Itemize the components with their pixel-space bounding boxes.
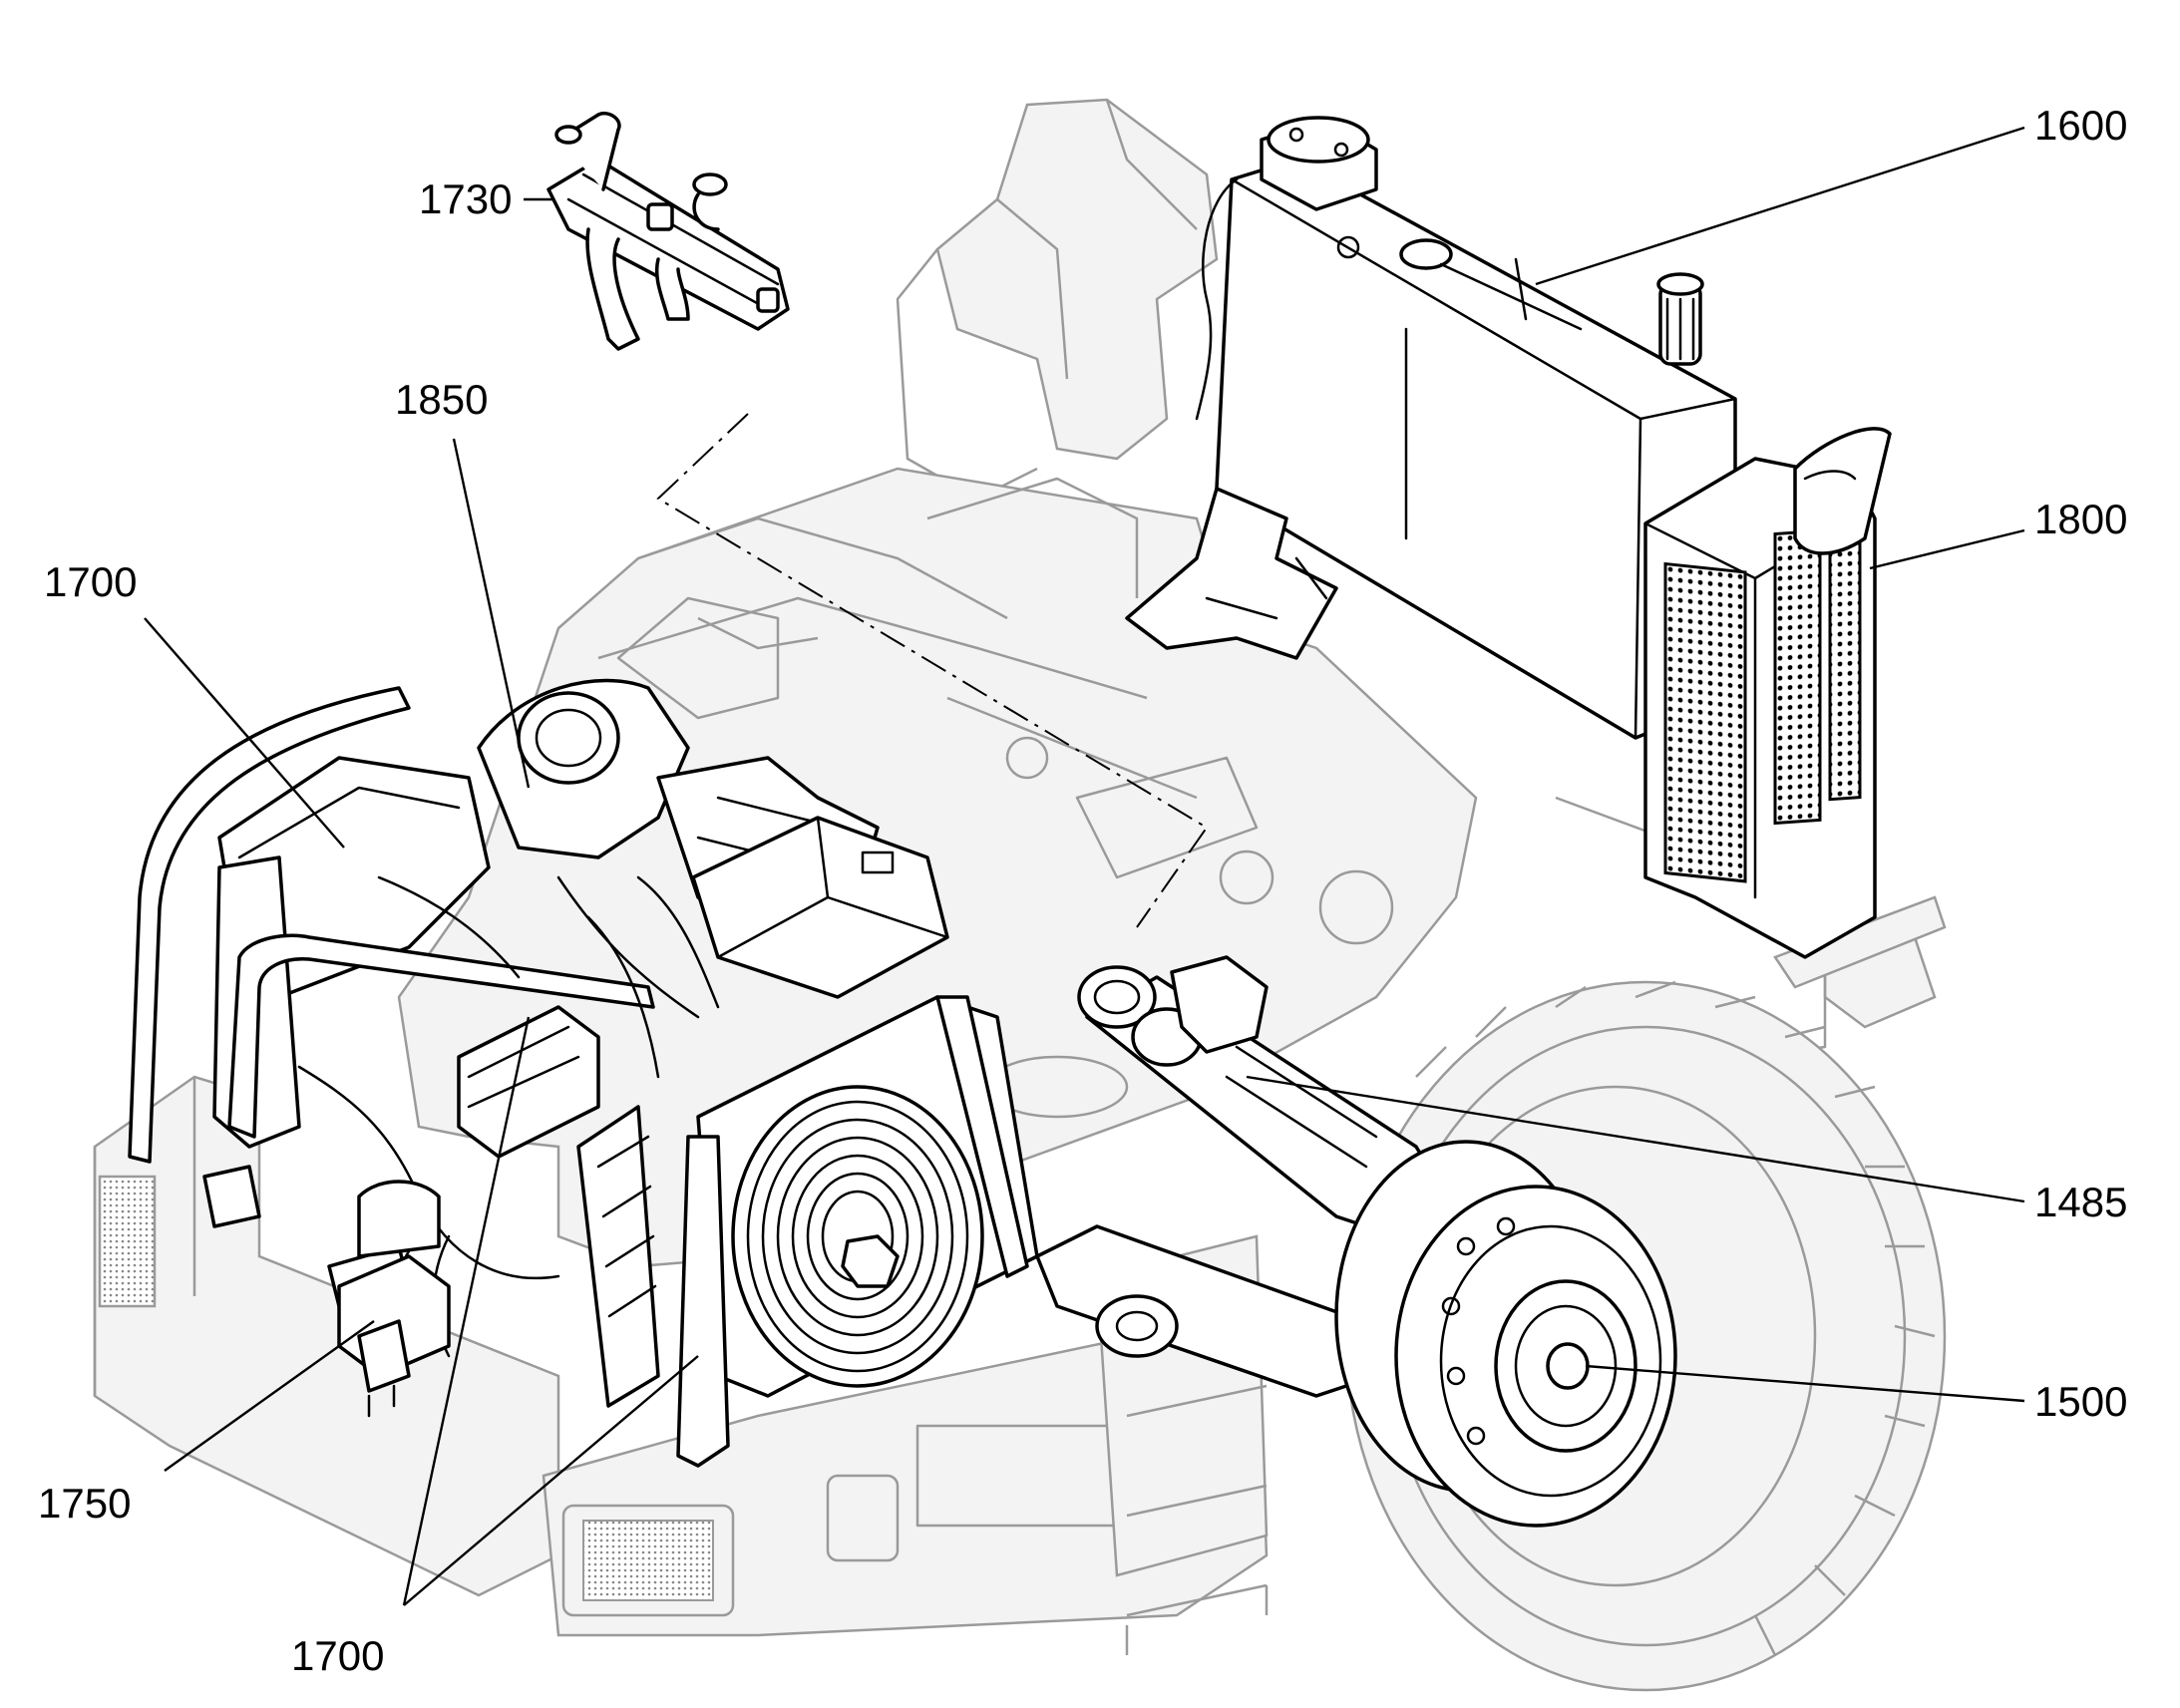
wheel-hub-1500	[1334, 1140, 1677, 1528]
muffler-guard-1800	[1643, 427, 1892, 959]
callout-1600: 1600	[2034, 102, 2127, 149]
callout-1750: 1750	[38, 1480, 131, 1527]
callout-1700-left: 1700	[44, 558, 137, 605]
leader-lines	[144, 126, 2025, 1606]
hydraulic-tank-1600	[1125, 116, 1737, 740]
drive-shaft-1485	[1035, 955, 1448, 1398]
valve-1750	[337, 1180, 451, 1418]
explode-path-line	[656, 413, 1209, 928]
hose-assembly-1730	[546, 112, 790, 351]
callout-1730: 1730	[419, 175, 512, 222]
callout-1700-bottom: 1700	[291, 1632, 384, 1679]
callout-1500: 1500	[2034, 1378, 2127, 1425]
callout-labels: 1600 1730 1850 1700 1800 1485 1500 1750 …	[38, 102, 2127, 1679]
cooling-package-1700	[128, 678, 1039, 1468]
callout-1850: 1850	[395, 376, 488, 423]
callout-1800: 1800	[2034, 496, 2127, 542]
fan-grille	[746, 1100, 969, 1373]
callout-1485: 1485	[2034, 1179, 2127, 1225]
